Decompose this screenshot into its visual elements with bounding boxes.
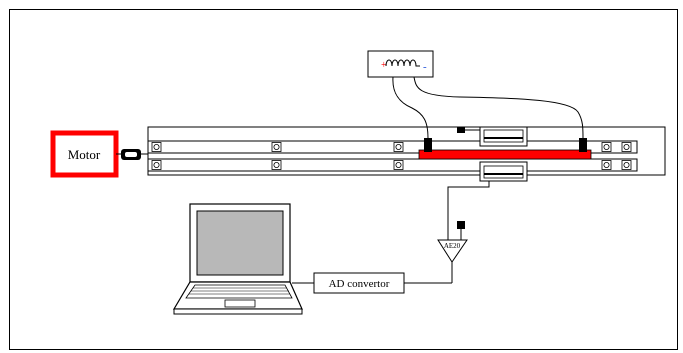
red-slider-bar (418, 149, 592, 160)
coil-box (367, 50, 434, 78)
ad-convertor: AD convertor (313, 272, 405, 294)
polarity-plus: + (381, 60, 387, 71)
motor-box (50, 130, 119, 178)
laptop-icon (172, 203, 303, 315)
amplifier-label: AE20 (444, 242, 461, 250)
right-electrode-post (579, 138, 587, 152)
wire-coil-to-left-post (392, 76, 429, 139)
amplifier: AE20 (437, 221, 468, 283)
lower-sensor-block (479, 161, 528, 182)
diagram-frame (9, 9, 678, 350)
upper-sensor-block (457, 126, 528, 147)
wire-coil-to-right-post (413, 76, 584, 139)
lower-rail (147, 158, 638, 172)
polarity-minus: - (423, 61, 427, 73)
motor-label: Motor (68, 147, 101, 162)
coil-power-supply: + - (367, 50, 434, 78)
ad-convertor-label: AD convertor (329, 278, 390, 290)
shaft-coupling (116, 149, 148, 160)
rail-assembly (147, 126, 666, 176)
coil-icon (385, 59, 420, 67)
wire-sensor-to-amplifier (447, 181, 490, 240)
motor: Motor (50, 130, 119, 178)
amplifier-triangle (437, 239, 468, 263)
left-electrode-post (424, 138, 432, 152)
roller-bearings-lower (151, 160, 632, 170)
roller-bearings-upper (151, 142, 632, 152)
